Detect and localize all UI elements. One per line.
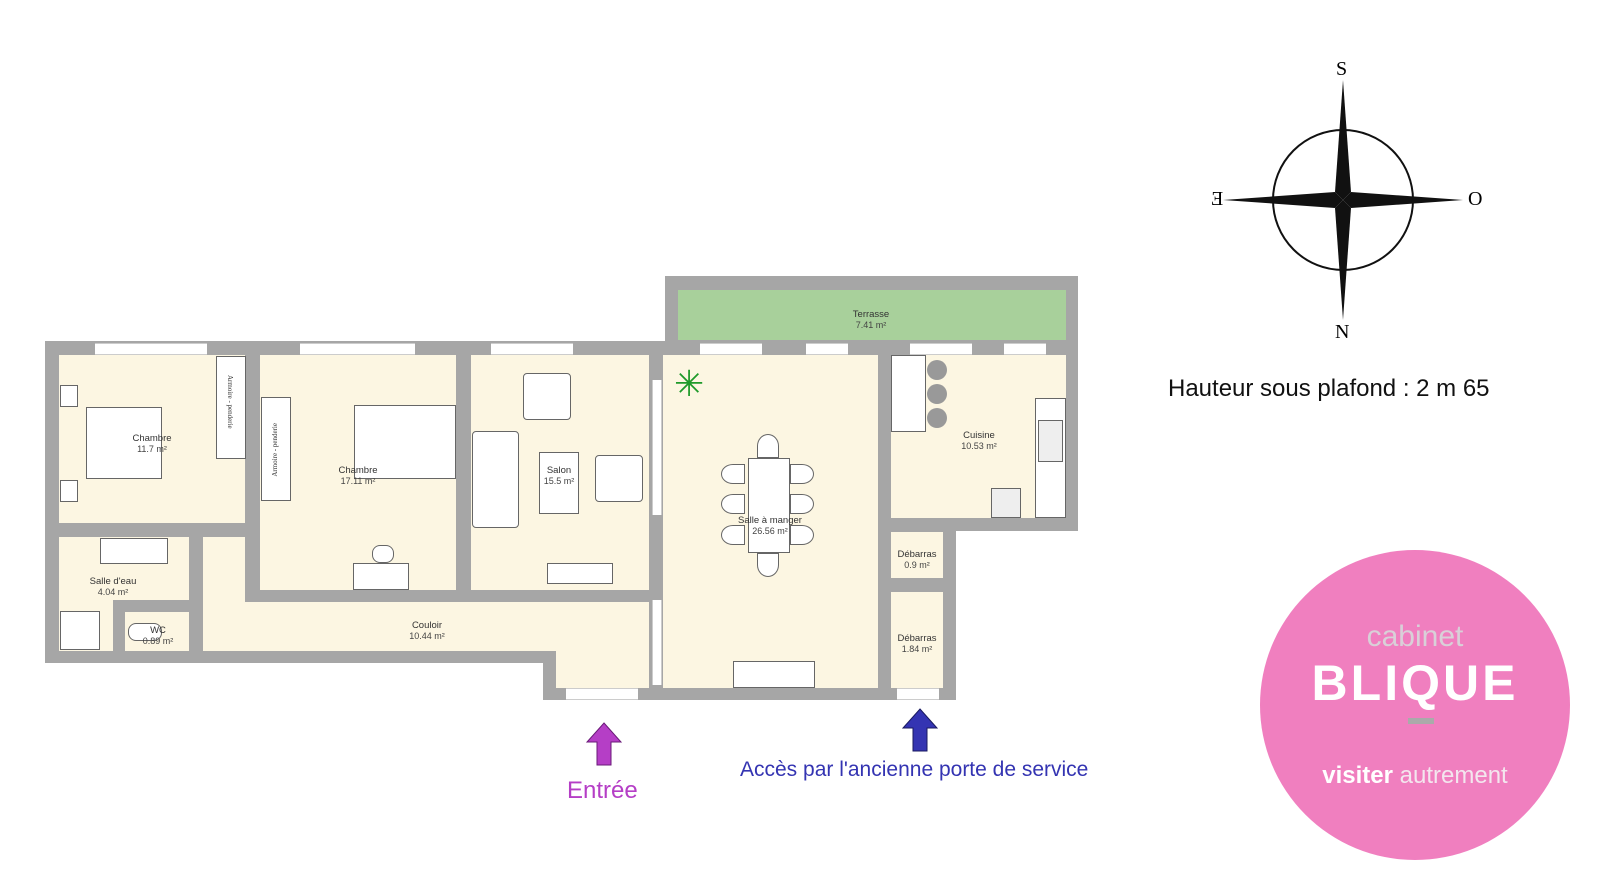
bed <box>354 405 456 479</box>
window <box>910 343 972 355</box>
stool <box>927 384 947 404</box>
chair <box>757 553 779 577</box>
wardrobe: Armoire - penderie <box>261 397 291 501</box>
corridor-entry <box>556 651 649 688</box>
desk-chair <box>372 545 394 563</box>
logo-underline <box>1408 718 1434 724</box>
compass-star-icon <box>1223 80 1463 320</box>
toilet <box>128 623 162 641</box>
logo-tagline: visiter autrement <box>1322 762 1508 789</box>
compass-east: E <box>1211 188 1224 210</box>
double-sink <box>100 538 168 564</box>
entrance-door[interactable] <box>566 688 638 700</box>
chair <box>721 494 745 514</box>
chair <box>790 464 814 484</box>
terrace <box>678 290 1066 340</box>
wardrobe: Armoire - penderie <box>216 356 246 459</box>
chair <box>757 434 779 458</box>
tv-stand <box>547 563 613 584</box>
logo-brand: BLIQUE <box>1311 655 1519 711</box>
entrance-label: Entrée <box>567 777 638 804</box>
window <box>95 343 207 355</box>
coffee-table <box>539 452 579 514</box>
compass-south: S <box>1336 58 1348 80</box>
stool <box>927 408 947 428</box>
armchair <box>595 455 643 502</box>
opening <box>652 380 662 515</box>
plant-icon: ✳ <box>674 363 705 404</box>
compass-north: N <box>1335 321 1350 343</box>
stool <box>927 360 947 380</box>
cabinet-blique-logo: cabinet BLIQUE visiter autrement <box>1260 550 1570 860</box>
corridor-vertical <box>203 537 245 607</box>
cooktop <box>991 488 1021 518</box>
storage-2 <box>891 592 943 688</box>
service-door[interactable] <box>897 688 939 700</box>
ceiling-height: Hauteur sous plafond : 2 m 65 <box>1168 375 1490 402</box>
nightstand <box>60 480 78 502</box>
window <box>491 343 573 355</box>
window <box>300 343 415 355</box>
desk <box>353 563 409 590</box>
chair <box>790 525 814 545</box>
dining-table <box>748 458 790 553</box>
window <box>700 343 762 355</box>
service-access-label: Accès par l'ancienne porte de service <box>740 758 1089 781</box>
chair <box>721 525 745 545</box>
bed <box>86 407 162 479</box>
chair <box>790 494 814 514</box>
sideboard <box>733 661 815 688</box>
opening <box>652 600 662 685</box>
entrance-arrow-icon <box>586 722 622 766</box>
window <box>1004 343 1046 355</box>
shower <box>60 611 100 650</box>
armchair <box>523 373 571 420</box>
service-access-arrow-icon <box>902 708 938 752</box>
nightstand <box>60 385 78 407</box>
compass-west: O <box>1468 188 1483 210</box>
logo-line1: cabinet <box>1366 620 1464 653</box>
kitchen-sink <box>1038 420 1063 462</box>
sofa <box>472 431 519 528</box>
window <box>806 343 848 355</box>
storage-1 <box>891 532 943 578</box>
corridor <box>203 602 649 651</box>
compass-rose: S N E O <box>1203 55 1493 345</box>
chair <box>721 464 745 484</box>
kitchen-island <box>891 355 926 432</box>
